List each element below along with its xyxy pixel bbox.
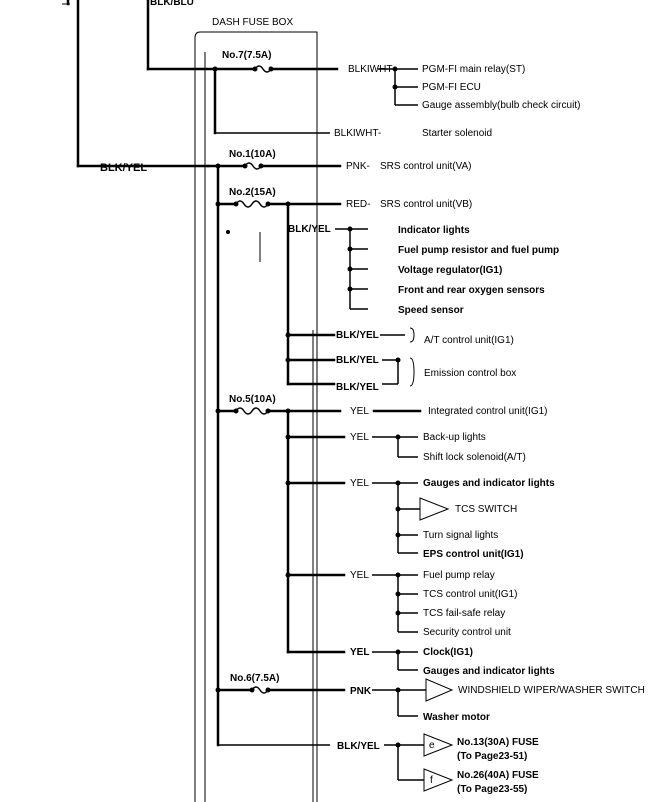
f7-main-wire: BLKIWHT — [348, 64, 392, 75]
fuse-box-label: DASH FUSE BOX — [212, 17, 293, 28]
load-tcs-switch: TCS SWITCH — [455, 504, 517, 515]
load-eps: EPS control unit(IG1) — [423, 549, 524, 560]
load-fuse26-page: (To Page23-55) — [457, 784, 527, 795]
connector-f-symbol — [423, 768, 454, 792]
load-srs-va: SRS control unit(VA) — [380, 161, 472, 172]
load-fuel-pump-res: Fuel pump resistor and fuel pump — [398, 245, 559, 256]
f5-b4-wire: YEL — [350, 647, 369, 658]
f5-b3-wire: YEL — [350, 570, 369, 581]
load-fuel-relay: Fuel pump relay — [423, 570, 495, 581]
f2-branch-wire: BLK/YEL — [288, 224, 331, 235]
connector-e-label: e — [429, 740, 435, 751]
load-backup: Back-up lights — [423, 432, 486, 443]
load-oxygen: Front and rear oxygen sensors — [398, 285, 545, 296]
load-fuse13-page: (To Page23-51) — [457, 751, 527, 762]
load-at-unit: A/T control unit(IG1) — [424, 335, 514, 346]
f6-bottom-wire: BLK/YEL — [337, 741, 380, 752]
load-washer: Washer motor — [423, 712, 490, 723]
load-wiper-switch: WINDSHIELD WIPER/WASHER SWITCH — [458, 685, 645, 696]
load-integrated: Integrated control unit(IG1) — [428, 406, 548, 417]
fuse-no7-label: No.7(7.5A) — [222, 50, 271, 61]
load-gauge-bulb: Gauge assembly(bulb check circuit) — [422, 100, 580, 111]
fuse-no2 — [233, 200, 271, 208]
load-gauges-ind2: Gauges and indicator lights — [423, 666, 555, 677]
top-wire-label: BLK/BLU — [150, 0, 194, 8]
f5-main-wire: YEL — [350, 406, 369, 417]
load-pgmfi-ecu: PGM-FI ECU — [422, 82, 481, 93]
f1-main-wire: PNK- — [346, 161, 370, 172]
load-srs-vb: SRS control unit(VB) — [380, 199, 472, 210]
load-turn: Turn signal lights — [423, 530, 498, 541]
f7-starter-wire: BLKIWHT- — [334, 128, 381, 139]
fuse-no6-label: No.6(7.5A) — [230, 673, 279, 684]
f5-b2-wire: YEL — [350, 478, 369, 489]
left-wire-label: BLK/YEL — [100, 162, 147, 174]
f2-em-wire-2: BLK/YEL — [336, 382, 379, 393]
f5-b1-wire: YEL — [350, 432, 369, 443]
f2-main-wire: RED- — [346, 199, 370, 210]
fuse-no5 — [233, 407, 271, 415]
load-security: Security control unit — [423, 627, 511, 638]
load-emission: Emission control box — [424, 368, 516, 379]
connector-e-symbol — [423, 733, 454, 757]
connector-f-label: f — [430, 775, 433, 786]
fuse-no5-label: No.5(10A) — [229, 394, 276, 405]
load-volt-reg: Voltage regulator(IG1) — [398, 265, 502, 276]
load-pgmfi-relay: PGM-FI main relay(ST) — [422, 64, 525, 75]
load-speed: Speed sensor — [398, 305, 464, 316]
load-clock: Clock(IG1) — [423, 647, 473, 658]
load-gauges-ind: Gauges and indicator lights — [423, 478, 555, 489]
load-tcs-unit: TCS control unit(IG1) — [423, 589, 517, 600]
load-tcs-failsafe: TCS fail-safe relay — [423, 608, 505, 619]
load-shiftlock: Shift lock solenoid(A/T) — [423, 452, 526, 463]
load-starter: Starter solenoid — [422, 128, 492, 139]
load-indicator: Indicator lights — [398, 225, 470, 236]
load-fuse13: No.13(30A) FUSE — [457, 737, 539, 748]
fuse-no1-label: No.1(10A) — [229, 149, 276, 160]
tcs-switch-symbol — [419, 497, 450, 521]
f2-at-wire: BLK/YEL — [336, 330, 379, 341]
load-fuse26: No.26(40A) FUSE — [457, 770, 539, 781]
wiper-switch-symbol — [425, 678, 454, 702]
f6-main-wire: PNK — [350, 686, 372, 697]
fuse-no2-label: No.2(15A) — [229, 187, 276, 198]
f2-em-wire-1: BLK/YEL — [336, 355, 379, 366]
